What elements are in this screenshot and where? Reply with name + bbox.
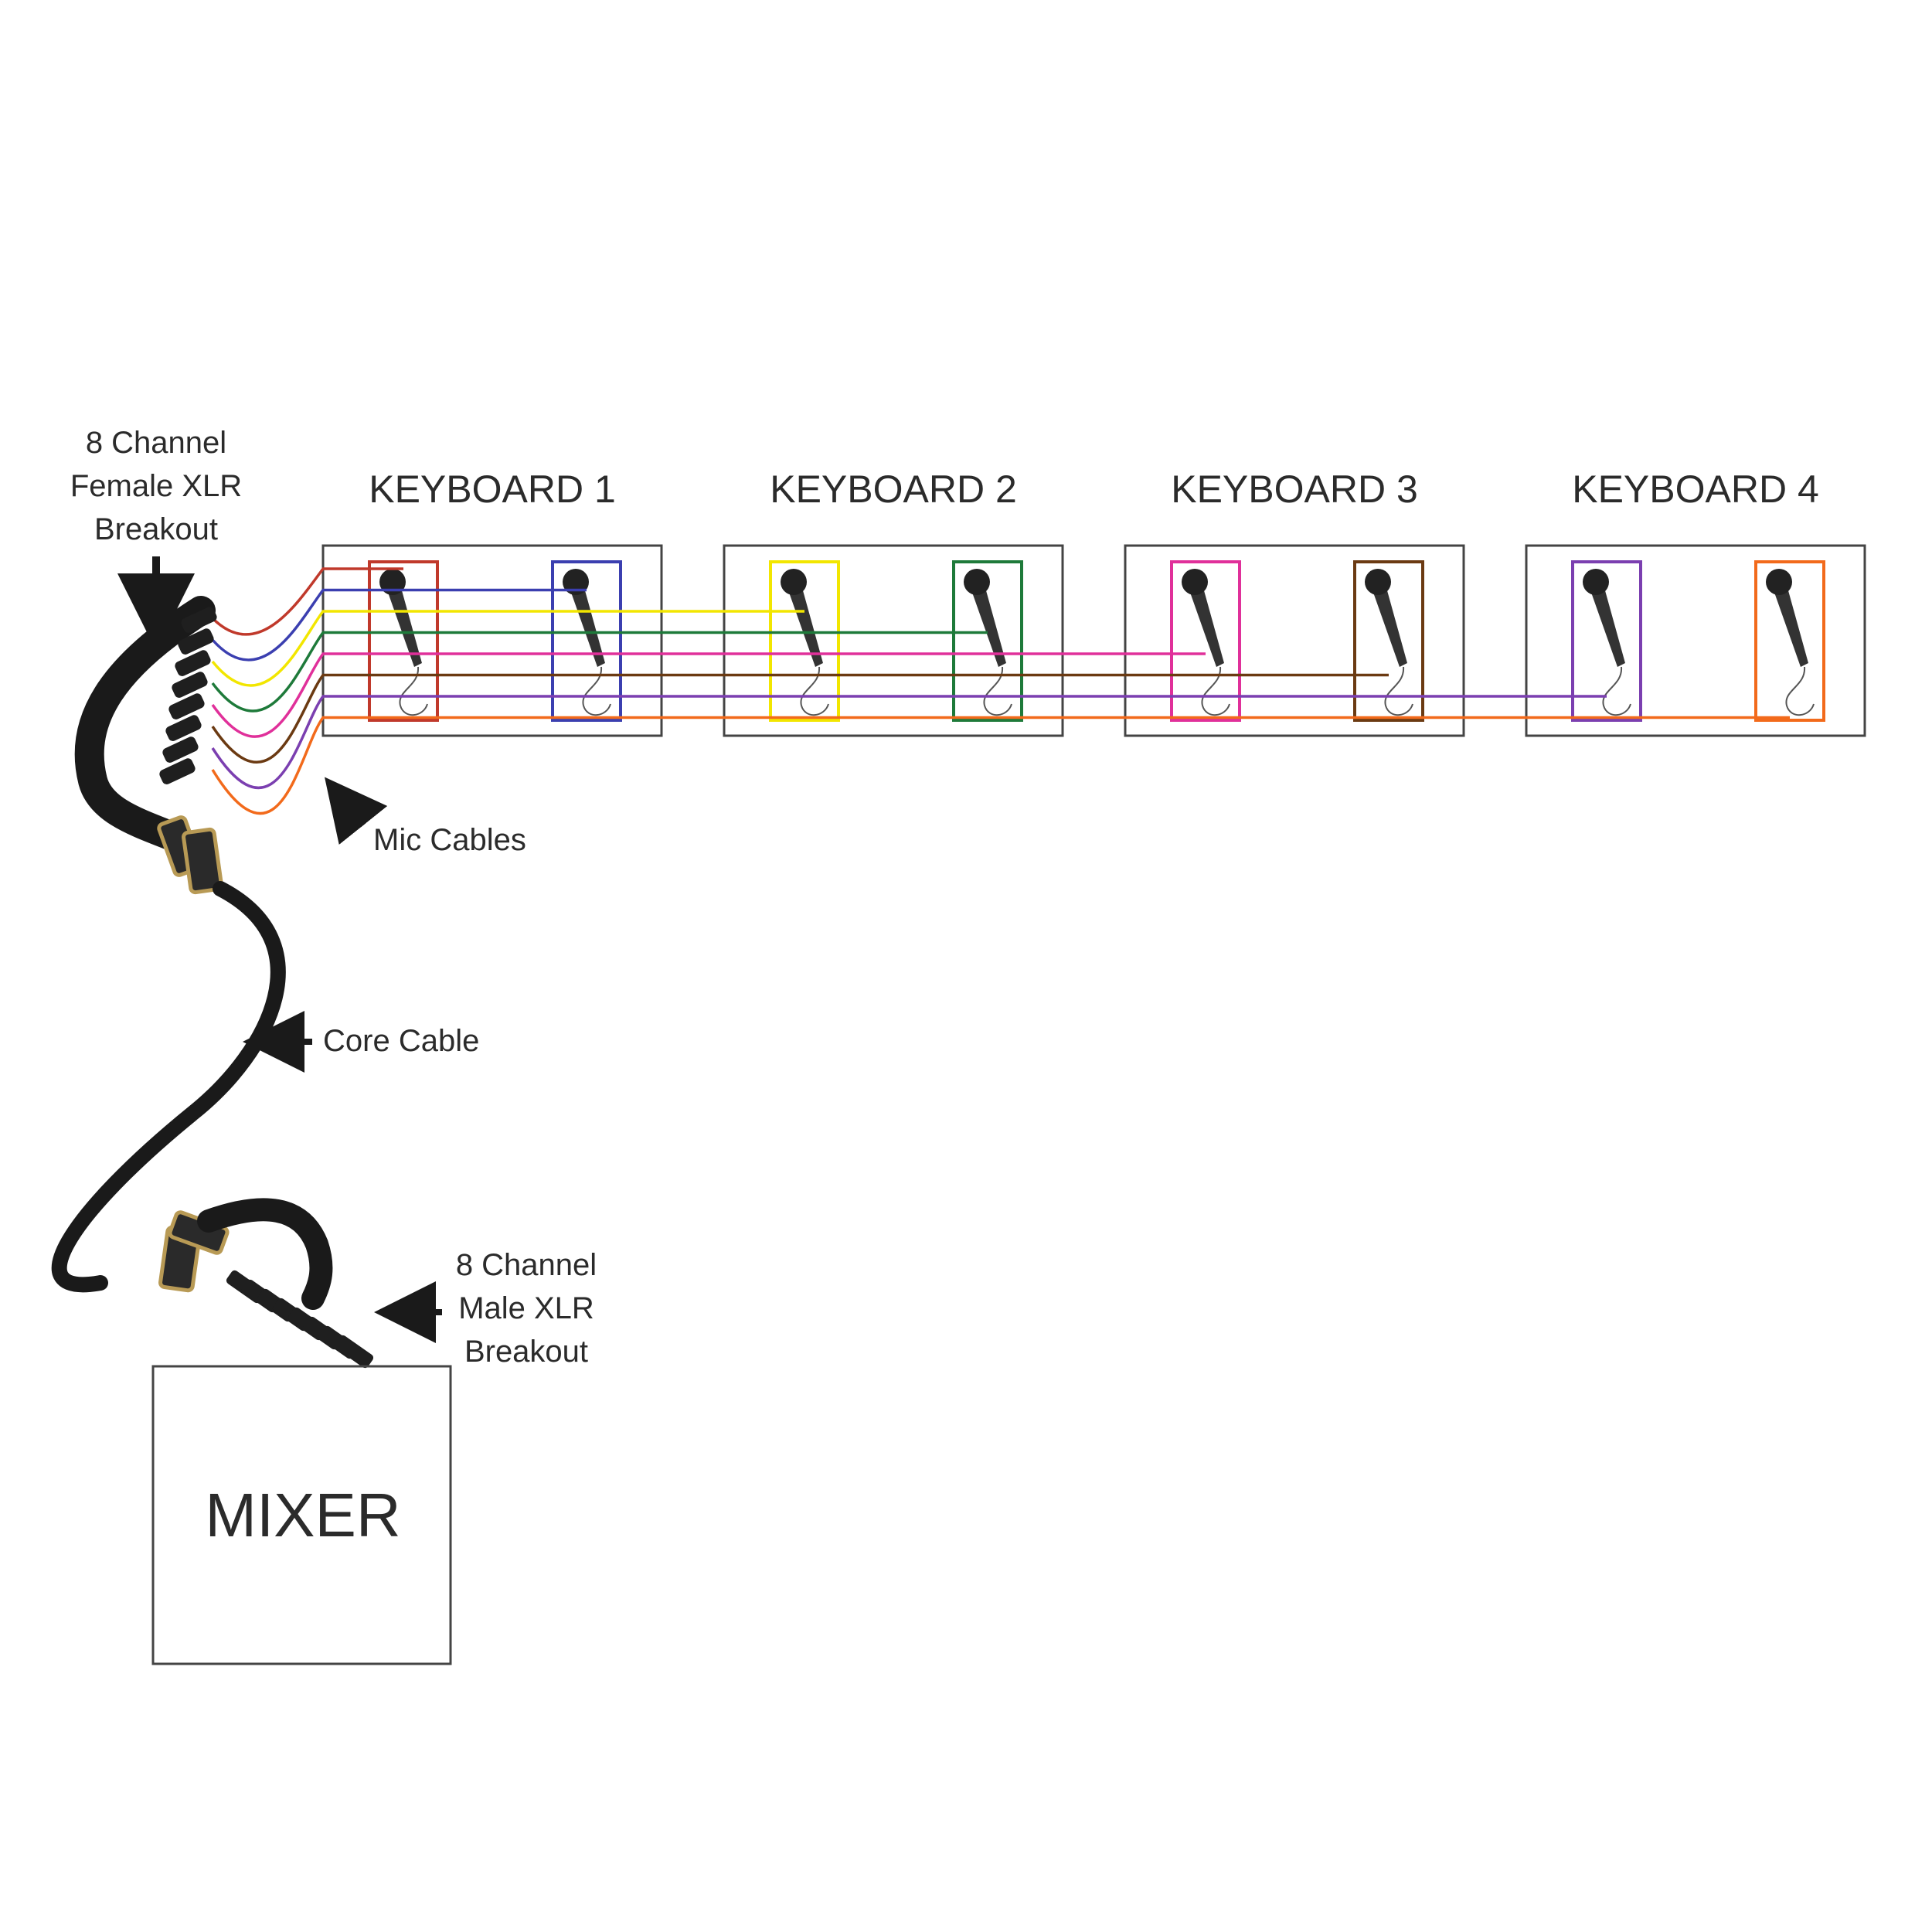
mic-cable-channel-6 [211, 673, 1389, 764]
microphone-cord [800, 666, 829, 716]
female-xlr-connector [159, 758, 196, 784]
male-xlr-connector [334, 1335, 374, 1369]
microphone-icon [964, 569, 1012, 716]
microphone-handle [1773, 585, 1808, 667]
keyboard-3-box [1124, 544, 1465, 737]
microphone-head [964, 569, 990, 595]
microphone-handle [570, 585, 605, 667]
female-breakout-body [74, 596, 216, 853]
microphone-icon [1583, 569, 1631, 716]
microphone-icon [1766, 569, 1815, 716]
microphone-icon [379, 569, 428, 716]
microphone-icon [781, 569, 829, 716]
microphone-head [379, 569, 406, 595]
mic-cable-channel-2 [211, 588, 587, 662]
male-breakout-label-line-3: Breakout [464, 1335, 588, 1369]
female-xlr-connector [168, 693, 205, 719]
core-cable-top-connector [182, 827, 223, 895]
female-breakout-label-line-1: 8 Channel [86, 426, 226, 460]
mic-cable-channel-4 [211, 631, 988, 713]
female-xlr-connector [162, 736, 199, 763]
microphone-cord [1201, 666, 1230, 716]
mixer-label: MIXER [205, 1481, 400, 1549]
microphone-cord [1384, 666, 1413, 716]
male-breakout-label-line-1: 8 Channel [456, 1248, 597, 1282]
keyboard-1-box [321, 544, 663, 737]
mic-cables-label: Mic Cables [373, 823, 526, 857]
core-cable-body [51, 881, 286, 1293]
microphone-handle [971, 585, 1006, 667]
microphone-head [1365, 569, 1391, 595]
core-cable [51, 827, 286, 1293]
male-breakout-body [197, 1198, 333, 1310]
microphone-cord [1602, 666, 1631, 716]
female-xlr-connector [165, 715, 202, 741]
female-xlr-connector [175, 650, 211, 676]
male-xlr-breakout [168, 1198, 374, 1369]
microphone-handle [1189, 585, 1224, 667]
male-xlr-connectors [226, 1270, 374, 1369]
keyboard-2-box [723, 544, 1064, 737]
keyboard-4-title: KEYBOARD 4 [1572, 468, 1819, 511]
microphone-handle [1590, 585, 1625, 667]
mic-cables-arrow-icon [325, 777, 388, 845]
mixer-box [151, 1365, 452, 1665]
microphone-head [1766, 569, 1792, 595]
female-breakout-label-line-2: Female XLR [70, 469, 242, 503]
microphone-icon [1365, 569, 1413, 716]
microphone-head [563, 569, 589, 595]
mic-cables-group [211, 567, 1790, 815]
microphone-handle [386, 585, 422, 667]
keyboard-4-box [1525, 544, 1866, 737]
microphone-icon [563, 569, 611, 716]
microphone-head [781, 569, 807, 595]
keyboard-3-title: KEYBOARD 3 [1171, 468, 1418, 511]
microphone-cord [983, 666, 1012, 716]
male-breakout-label-line-2: Male XLR [458, 1291, 594, 1325]
microphone-cord [1785, 666, 1815, 716]
mic-cable-channel-8 [211, 716, 1790, 815]
keyboard-1-title: KEYBOARD 1 [369, 468, 616, 511]
female-breakout-label-line-3: Breakout [94, 512, 218, 546]
microphone-handle [787, 585, 823, 667]
microphone-handle [1372, 585, 1407, 667]
mic-cable-channel-1 [211, 567, 403, 636]
microphone-head [1583, 569, 1609, 595]
core-cable-label: Core Cable [323, 1024, 479, 1058]
microphone-head [1182, 569, 1208, 595]
microphone-cord [399, 666, 428, 716]
mic-cable-channel-5 [211, 652, 1206, 738]
keyboards-group: KEYBOARD 1 KEYBOARD 2 KEYBOARD 3 KEYBOARD 4 [321, 468, 1866, 737]
microphone-cord [582, 666, 611, 716]
mic-cable-channel-7 [211, 695, 1607, 790]
keyboard-2-title: KEYBOARD 2 [770, 468, 1017, 511]
female-xlr-connector [172, 672, 208, 698]
microphone-icon [1182, 569, 1230, 716]
mic-cable-channel-3 [211, 610, 804, 687]
